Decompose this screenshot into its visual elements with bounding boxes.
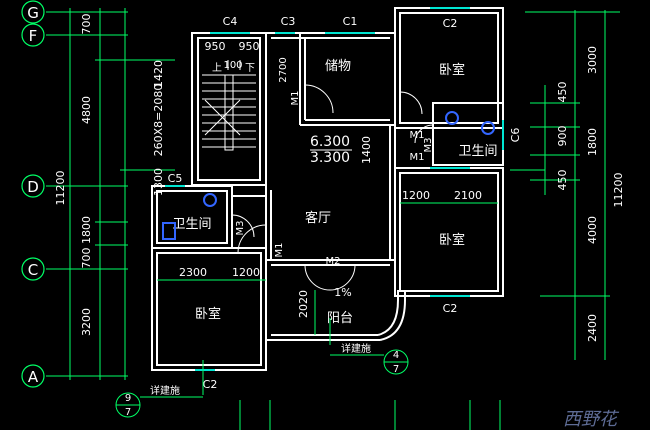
window-c3: C3 <box>281 15 296 28</box>
sink-right-icon <box>481 121 495 135</box>
dim-4800: 4800 <box>80 96 93 124</box>
toilet-right-icon <box>445 111 459 125</box>
room-bedroom-e: 卧室 <box>439 232 465 248</box>
left-dimension-lines <box>64 8 175 380</box>
room-storage: 储物 <box>325 59 351 74</box>
right-dimension-lines <box>510 10 620 360</box>
dim-700-mid: 700 <box>80 248 93 269</box>
level-top: 6.300 <box>310 134 350 150</box>
door-m3-left: M3 <box>235 221 246 236</box>
dim-1200-left: 1200 <box>232 266 260 279</box>
stair-100: 100 <box>223 60 242 71</box>
room-labels: 储物 卧室 卫生间 卫生间 客厅 卧室 卧室 阳台 <box>172 59 497 326</box>
level-bottom: 3.300 <box>310 150 350 166</box>
grid-label-C: C <box>28 261 38 279</box>
door-m1-bath-top: M1 <box>410 130 425 141</box>
inner-dimension-lines <box>157 202 498 335</box>
door-m1-living: M1 <box>274 243 285 258</box>
room-bedroom-sw: 卧室 <box>195 306 221 322</box>
grid-label-G: G <box>27 4 39 22</box>
grid-bubble-G: G <box>21 0 45 24</box>
dim-450-top: 450 <box>556 82 569 103</box>
grid-label-D: D <box>27 178 39 196</box>
door-m2: M2 <box>326 256 341 267</box>
stair-width-950-b: 950 <box>239 40 260 53</box>
level-marks: 6.300 3.300 1400 <box>310 134 373 166</box>
dim-1800-left: 1800 <box>80 216 93 244</box>
door-m1-storage: M1 <box>290 91 301 106</box>
inner-dimension-texts: 1200 2100 2300 1200 2020 1% <box>179 189 482 318</box>
fixtures <box>162 111 495 240</box>
dim-700-top: 700 <box>80 14 93 35</box>
bottom-ticks <box>239 400 501 430</box>
dim-2020: 2020 <box>297 290 310 318</box>
right-dimension-texts: 3000 450 900 1800 11200 450 4000 2400 <box>556 46 625 342</box>
detail-ref-a-bottom: 7 <box>393 364 399 375</box>
room-bath-right: 卫生间 <box>458 144 497 159</box>
dim-2300: 2300 <box>179 266 207 279</box>
detail-ref-b-top: 9 <box>125 393 131 404</box>
door-m3-right: M3 <box>423 138 434 153</box>
grid-bubble-D: D <box>21 174 45 198</box>
room-bath-left: 卫生间 <box>172 217 211 232</box>
dim-11200-left: 11200 <box>54 171 67 206</box>
detail-ref-a: 详建施 4 7 <box>329 318 409 375</box>
staircase <box>202 60 256 151</box>
dim-1400: 1400 <box>360 136 373 164</box>
slope-label: 1% <box>334 286 351 299</box>
detail-ref-b: 详建施 9 7 <box>115 360 204 418</box>
toilet-left-icon <box>162 222 176 240</box>
door-swings <box>231 84 434 291</box>
door-labels: M1 M1 M1 M3 M3 M1 M2 <box>235 91 434 268</box>
dim-450-bot: 450 <box>556 170 569 191</box>
window-labels: C4 C3 C1 C2 C5 C6 C2 C2 <box>168 15 522 391</box>
grid-bubble-C: C <box>21 257 45 281</box>
stair-up-label: 上 <box>212 62 222 74</box>
dim-1800-right: 1800 <box>586 128 599 156</box>
stair-run: 260X8=2080 <box>152 84 165 157</box>
dim-3200: 3200 <box>80 308 93 336</box>
stair-2700: 2700 <box>278 57 289 82</box>
stair-annotations: 950 950 上 100 下 260X8=2080 2700 <box>152 40 289 156</box>
grid-label-F: F <box>29 27 38 45</box>
grid-bubble-A: A <box>21 364 45 388</box>
window-c2-top: C2 <box>443 17 458 30</box>
left-dimension-texts: 700 1420 4800 11200 1300 1800 700 3200 <box>54 14 165 337</box>
detail-ref-a-top: 4 <box>393 350 399 361</box>
detail-ref-b-bottom: 7 <box>125 407 131 418</box>
dim-1300: 1300 <box>152 168 165 196</box>
dim-2100: 2100 <box>454 189 482 202</box>
dim-11200-right: 11200 <box>612 173 625 208</box>
stair-down-label: 下 <box>245 63 255 74</box>
room-bedroom-ne: 卧室 <box>439 62 465 78</box>
windows <box>165 7 504 371</box>
window-c4: C4 <box>223 15 238 28</box>
watermark: 西野花 <box>563 409 620 430</box>
door-m1-bath-bottom: M1 <box>410 152 425 163</box>
dim-2400: 2400 <box>586 314 599 342</box>
dim-1420: 1420 <box>152 60 165 88</box>
detail-ref-a-label: 详建施 <box>341 342 371 355</box>
room-balcony: 阳台 <box>327 311 353 326</box>
window-c6: C6 <box>509 128 522 143</box>
room-living: 客厅 <box>305 210 331 226</box>
grid-bubble-F: F <box>21 23 45 47</box>
stair-width-950-a: 950 <box>205 40 226 53</box>
window-c1: C1 <box>343 15 358 28</box>
dim-4000: 4000 <box>586 216 599 244</box>
window-c2-bot: C2 <box>203 378 218 391</box>
sink-left-icon <box>203 193 217 207</box>
grid-label-A: A <box>28 368 39 386</box>
detail-ref-b-label: 详建施 <box>150 384 180 397</box>
dim-3000: 3000 <box>586 46 599 74</box>
dim-1200-right: 1200 <box>402 189 430 202</box>
dim-900: 900 <box>556 126 569 147</box>
window-c2-mid: C2 <box>443 302 458 315</box>
window-c5: C5 <box>168 172 183 185</box>
